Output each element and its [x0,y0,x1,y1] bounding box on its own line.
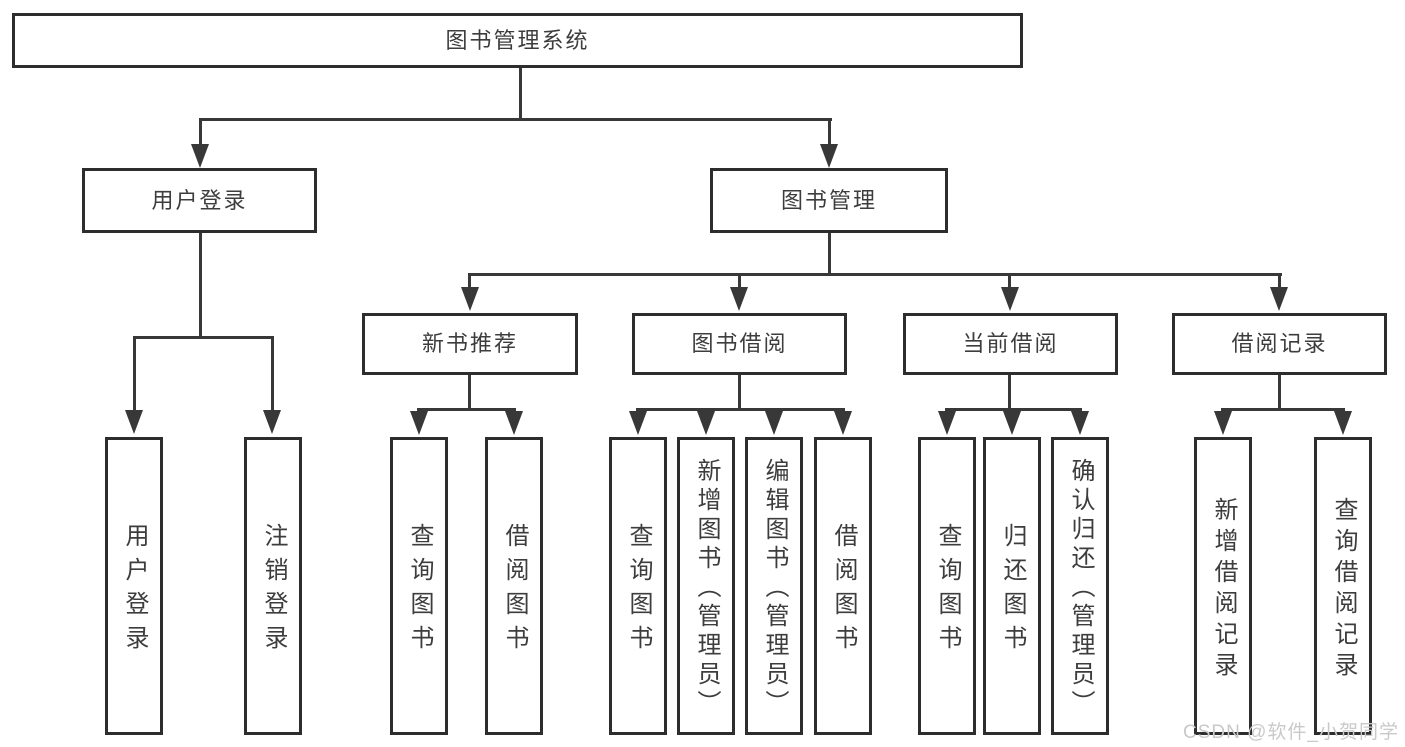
node-label: 图书管理 [780,187,877,213]
leaf-label: 查询图书 [406,523,433,659]
node-label: 借阅记录 [1231,331,1328,356]
arrow-down-icon [125,410,143,434]
arrow-down-icon [938,411,956,435]
node-current-borrowing: 当前借阅 [903,313,1118,375]
leaf-query-books-current: 查询图书 [918,437,976,735]
connector-stem-leaf-login [133,339,136,411]
leaf-label: 借阅图书 [830,523,857,659]
csdn-watermark: CSDN @软件_小贺同学 [1183,722,1399,743]
leaf-query-books-borrowing: 查询图书 [609,437,667,735]
leaf-edit-books-admin: 编辑图书（管理员） [745,437,803,735]
leaf-add-books-admin: 新增图书（管理员） [677,437,735,735]
leaf-label: 编辑图书（管理员） [761,458,788,719]
leaf-query-borrow-record: 查询借阅记录 [1314,437,1372,735]
arrow-down-icon [1270,287,1288,311]
arrow-down-icon [191,144,209,168]
arrow-down-icon [505,411,523,435]
leaf-label: 新增图书（管理员） [693,458,720,719]
arrow-down-icon [765,411,783,435]
arrow-down-icon [629,411,647,435]
connector-root-stub [519,68,522,121]
leaf-label: 查询借阅记录 [1330,496,1357,683]
connector-bb-stub [738,375,741,411]
leaf-label: 查询图书 [934,523,961,659]
arrow-down-icon [730,287,748,311]
leaf-confirm-return-admin: 确认归还（管理员） [1051,437,1109,735]
leaf-label: 注销登录 [260,523,287,659]
arrow-down-icon [1071,411,1089,435]
connector-user-branch-hline [133,336,274,339]
leaf-label: 新增借阅记录 [1210,496,1237,683]
connector-nb-stub [468,375,471,411]
connector-stem-leaf-logout [271,339,274,411]
node-book-management: 图书管理 [710,168,948,233]
connector-mgmt-branch-stub [828,233,831,276]
node-book-borrowing: 图书借阅 [632,313,847,375]
connector-stem-book-mgmt [828,121,831,147]
leaf-return-books: 归还图书 [983,437,1041,735]
connector-user-branch-stub [199,233,202,339]
arrow-down-icon [410,411,428,435]
connector-br-stub [1278,375,1281,411]
connector-cb-stub [1008,375,1011,411]
leaf-logout: 注销登录 [244,437,302,735]
connector-stem-book-borrow [738,276,741,289]
node-label: 图书管理系统 [445,27,590,53]
leaf-label: 借阅图书 [501,523,528,659]
connector-cb-hline [945,408,1082,411]
leaf-label: 归还图书 [999,523,1026,659]
arrow-down-icon [263,410,281,434]
leaf-label: 确认归还（管理员） [1067,458,1094,719]
connector-stem-new-book [468,276,471,289]
node-new-book-recommend: 新书推荐 [362,313,578,375]
arrow-down-icon [820,144,838,168]
connector-level2-hline [199,118,832,121]
leaf-borrow-books-recommend: 借阅图书 [485,437,543,735]
node-label: 新书推荐 [421,331,518,356]
arrow-down-icon [1003,411,1021,435]
leaf-user-login: 用户登录 [105,437,163,735]
leaf-add-borrow-record: 新增借阅记录 [1194,437,1252,735]
node-library-system: 图书管理系统 [12,13,1023,68]
arrow-down-icon [697,411,715,435]
arrow-down-icon [1001,287,1019,311]
connector-stem-user-login [199,121,202,147]
node-user-login: 用户登录 [82,168,317,233]
connector-stem-borrow-records [1278,276,1281,289]
node-label: 当前借阅 [962,331,1059,356]
connector-nb-hline [417,408,516,411]
leaf-label: 查询图书 [625,523,652,659]
connector-level3-hline [468,273,1282,276]
node-label: 图书借阅 [691,331,788,356]
arrow-down-icon [1214,411,1232,435]
arrow-down-icon [834,411,852,435]
leaf-label: 用户登录 [121,523,148,659]
node-borrowing-records: 借阅记录 [1172,313,1387,375]
connector-stem-current-borrow [1008,276,1011,289]
connector-bb-hline [636,408,845,411]
leaf-query-books-recommend: 查询图书 [390,437,448,735]
arrow-down-icon [461,287,479,311]
arrow-down-icon [1334,411,1352,435]
leaf-borrow-books-borrowing: 借阅图书 [814,437,872,735]
node-label: 用户登录 [151,187,248,213]
connector-br-hline [1221,408,1345,411]
